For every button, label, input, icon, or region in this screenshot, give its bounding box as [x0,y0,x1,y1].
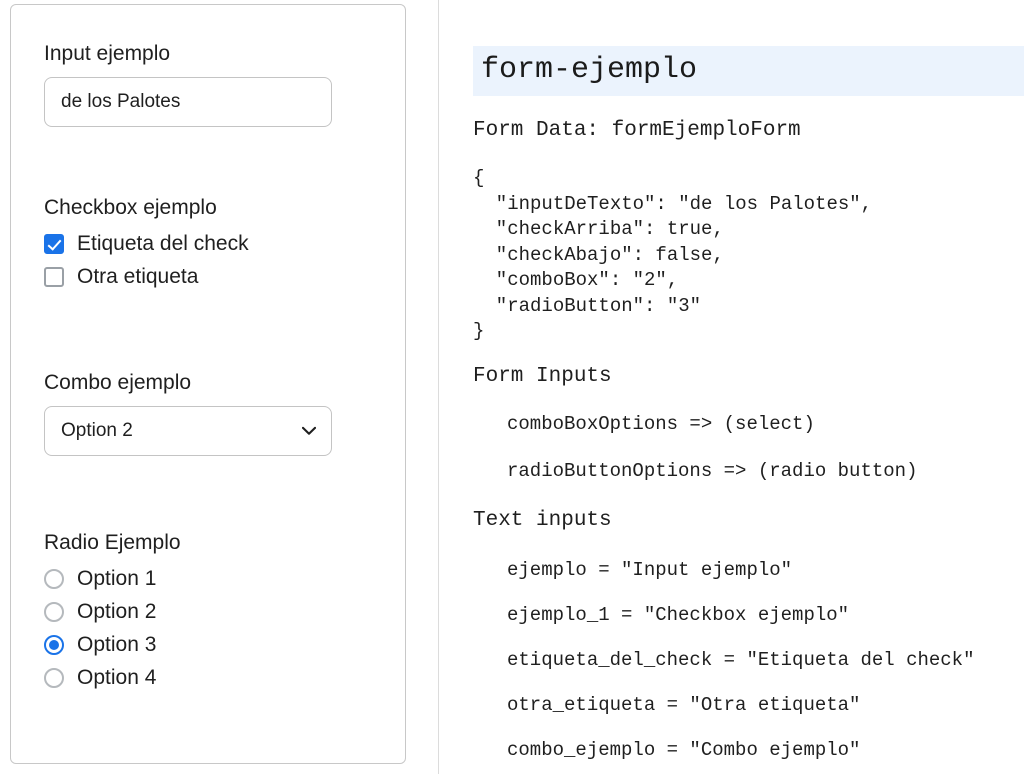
checkbox-label-etiqueta-del-check: Etiqueta del check [77,231,249,255]
form-data-json-block: { "inputDeTexto": "de los Palotes", "che… [473,167,873,342]
radio-selected-icon[interactable] [44,634,64,655]
doc-title: form-ejemplo [481,53,698,87]
text-input-item-combo-ejemplo: combo_ejemplo = "Combo ejemplo" [507,739,861,761]
checkbox-row-otra-etiqueta[interactable]: Otra etiqueta [44,260,405,293]
doc-title-highlight [473,46,1024,96]
radio-unselected-icon[interactable] [44,568,64,589]
radio-option-list: Option 1 Option 2 Option 3 Option 4 [11,562,405,694]
combo-ejemplo-label: Combo ejemplo [44,371,192,394]
checkbox-row-etiqueta-del-check[interactable]: Etiqueta del check [44,227,405,260]
panel-divider [438,0,439,774]
checkbox-unchecked-icon[interactable] [44,266,64,287]
radio-label-option-3: Option 3 [77,632,157,656]
form-data-heading: Form Data: formEjemploForm [473,119,801,142]
form-panel: Input ejemplo Checkbox ejemplo Etiqueta … [10,4,406,764]
form-inputs-heading: Form Inputs [473,365,612,388]
form-input-item-combo-box-options: comboBoxOptions => (select) [507,413,815,435]
text-input-item-ejemplo-1: ejemplo_1 = "Checkbox ejemplo" [507,604,850,626]
combo-ejemplo-select-wrap: Option 2 [44,406,332,456]
radio-unselected-icon[interactable] [44,667,64,688]
checkbox-ejemplo-block: Checkbox ejemplo Etiqueta del check Otra… [11,195,405,293]
radio-label-option-4: Option 4 [77,665,157,689]
radio-ejemplo-block: Radio Ejemplo Option 1 Option 2 Option 3… [11,530,405,694]
text-input-item-etiqueta-del-check: etiqueta_del_check = "Etiqueta del check… [507,649,975,671]
radio-ejemplo-label: Radio Ejemplo [44,531,181,554]
combo-ejemplo-selected-value: Option 2 [61,420,133,441]
checkbox-checked-icon[interactable] [44,233,64,254]
radio-row-option-3[interactable]: Option 3 [44,628,405,661]
combo-ejemplo-select[interactable]: Option 2 [44,406,332,456]
doc-panel: form-ejemplo Form Data: formEjemploForm … [439,0,1024,774]
text-input-item-otra-etiqueta: otra_etiqueta = "Otra etiqueta" [507,694,861,716]
checkbox-option-list: Etiqueta del check Otra etiqueta [11,227,405,293]
combo-ejemplo-block: Combo ejemplo Option 2 [44,370,332,456]
radio-unselected-icon[interactable] [44,601,64,622]
text-inputs-heading: Text inputs [473,509,612,532]
input-ejemplo-block: Input ejemplo [44,41,332,127]
checkbox-ejemplo-label: Checkbox ejemplo [44,196,217,219]
input-ejemplo-field[interactable] [44,77,332,127]
radio-row-option-4[interactable]: Option 4 [44,661,405,694]
radio-label-option-2: Option 2 [77,599,157,623]
checkbox-label-otra-etiqueta: Otra etiqueta [77,264,199,288]
radio-row-option-2[interactable]: Option 2 [44,595,405,628]
radio-label-option-1: Option 1 [77,566,157,590]
input-ejemplo-label: Input ejemplo [44,42,171,65]
radio-row-option-1[interactable]: Option 1 [44,562,405,595]
form-input-item-radio-button-options: radioButtonOptions => (radio button) [507,460,918,482]
text-input-item-ejemplo: ejemplo = "Input ejemplo" [507,559,793,581]
